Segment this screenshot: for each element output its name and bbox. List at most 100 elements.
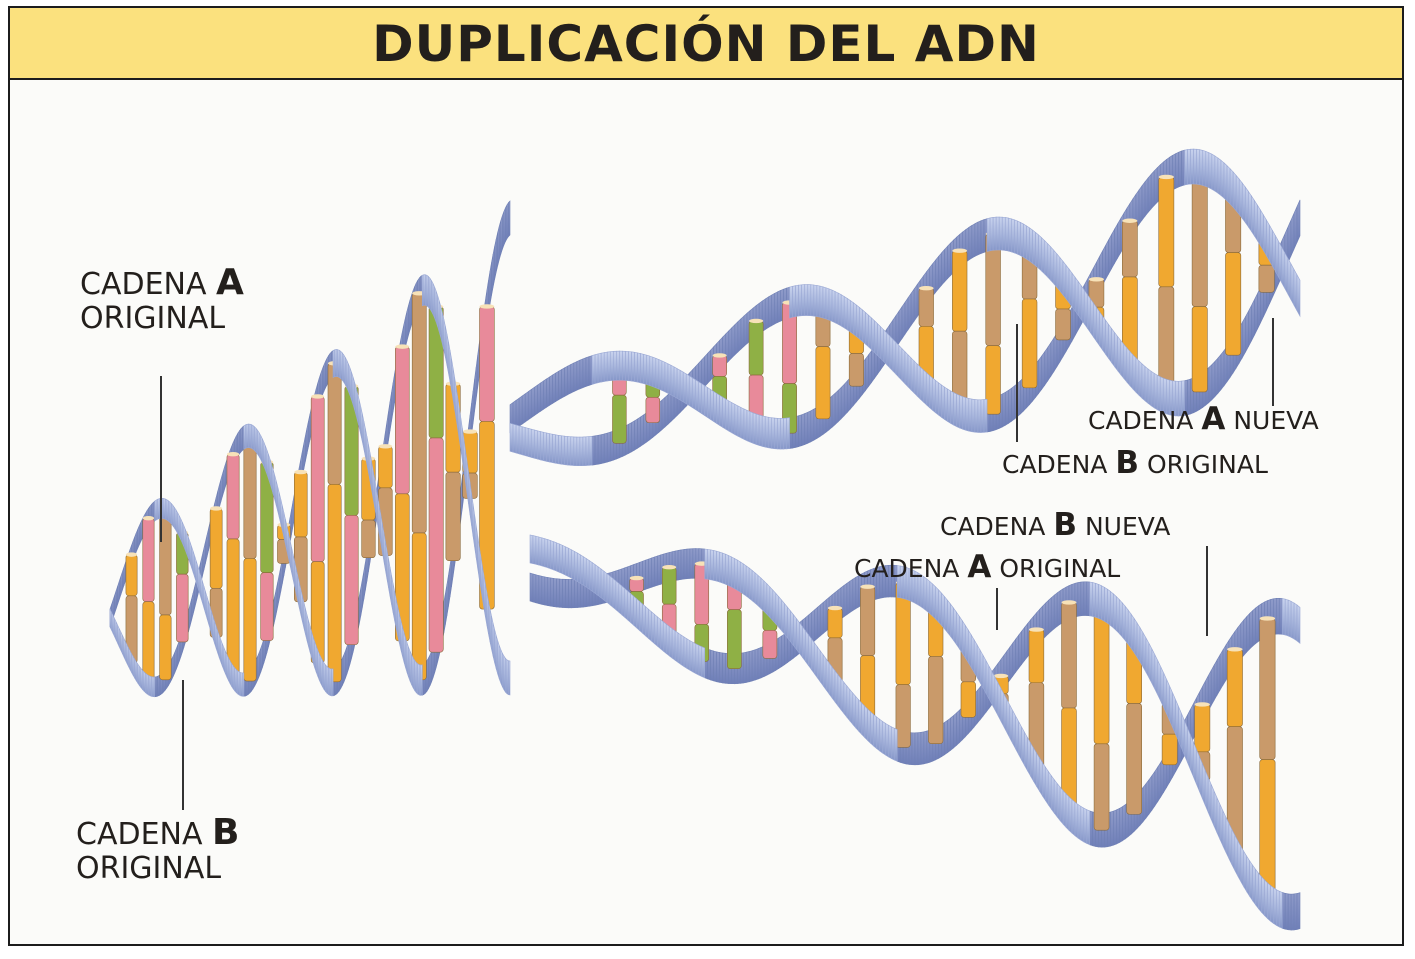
upper-daughter-helix-strand-a-segment (916, 363, 921, 400)
base-segment (1194, 704, 1211, 753)
lower-daughter-helix-strand-a-segment (1284, 892, 1289, 931)
upper-daughter-helix-strand-b-segment (840, 383, 845, 420)
upper-daughter-helix-strand-a-segment (1153, 167, 1158, 207)
lower-daughter-helix-strand-a-segment (1225, 817, 1230, 859)
upper-daughter-helix-strand-b-segment (688, 375, 693, 409)
upper-daughter-helix-strand-b-segment (1035, 231, 1039, 270)
lower-daughter-helix-strand-b-segment (665, 623, 670, 657)
lower-daughter-helix-strand-a-segment (1216, 797, 1221, 840)
lower-daughter-helix-strand-a-segment (923, 730, 928, 765)
upper-daughter-helix-strand-a-segment (801, 284, 806, 317)
upper-daughter-helix-strand-b-segment (767, 416, 772, 449)
lower-daughter-helix-strand-a-segment (704, 548, 708, 580)
base-segment (1093, 602, 1110, 745)
upper-daughter-helix-strand-b-segment (1108, 323, 1112, 364)
label-text: ORIGINAL (76, 851, 222, 886)
pointer-line (1206, 546, 1208, 636)
upper-daughter-helix-strand-a-segment (527, 427, 532, 458)
upper-daughter-helix-strand-b-segment (1008, 217, 1012, 253)
base-cap (1158, 174, 1174, 180)
upper-daughter-helix-strand-b-segment (977, 220, 982, 256)
upper-daughter-helix-strand-a-segment (1004, 389, 1009, 426)
upper-daughter-helix-strand-a-segment (777, 290, 781, 324)
lower-daughter-helix-strand-b-segment (1276, 597, 1280, 635)
lower-daughter-helix-strand-b-segment (956, 611, 960, 650)
upper-daughter-helix-strand-a-segment (853, 302, 857, 338)
upper-daughter-helix-strand-a-segment (561, 435, 565, 466)
base-segment (445, 471, 461, 561)
upper-daughter-helix-strand-b-segment (746, 409, 751, 443)
upper-daughter-helix-strand-a-segment (634, 418, 638, 451)
upper-daughter-helix-strand-b-segment (1056, 253, 1061, 292)
lower-daughter-helix-strand-b-segment (1249, 609, 1253, 650)
upper-daughter-helix-strand-b-segment (1096, 306, 1100, 347)
upper-daughter-helix-strand-b-segment (731, 402, 736, 436)
upper-daughter-helix-strand-a-segment (935, 379, 939, 416)
lower-daughter-helix-strand-a-segment (728, 554, 732, 588)
lower-daughter-helix-strand-a-segment (1009, 642, 1014, 682)
lower-daughter-helix-strand-b-segment (781, 633, 785, 668)
upper-daughter-helix-strand-a-segment (953, 392, 957, 428)
lower-daughter-helix-strand-a-segment (819, 649, 824, 687)
lower-daughter-helix-strand-b-segment (660, 618, 664, 652)
lower-daughter-helix-strand-a-segment (873, 713, 877, 750)
upper-daughter-helix-strand-a-segment (530, 428, 535, 459)
upper-daughter-helix-strand-a-segment (552, 433, 556, 464)
lower-daughter-helix-strand-b-segment (692, 641, 697, 675)
lower-daughter-helix-strand-b-segment (713, 650, 717, 683)
lower-daughter-helix-strand-a-segment (737, 559, 741, 593)
lower-daughter-helix-strand-b-segment (559, 543, 563, 575)
lower-daughter-helix-strand-a-segment (766, 583, 771, 619)
upper-daughter-helix-strand-a-segment (1296, 273, 1301, 318)
base-cap (1194, 702, 1210, 707)
upper-daughter-helix-strand-a-segment (661, 396, 666, 431)
lower-daughter-helix-strand-a-segment (1228, 823, 1233, 865)
upper-daughter-helix-strand-b-segment (1050, 246, 1055, 285)
base-cap (662, 565, 677, 570)
upper-daughter-helix-strand-a-segment (1141, 180, 1146, 222)
base-segment (645, 396, 661, 423)
lower-daughter-helix-strand-b-segment (642, 603, 646, 637)
upper-daughter-helix-strand-a-segment (938, 382, 942, 418)
lower-daughter-helix-strand-a-segment (1175, 699, 1179, 742)
upper-daughter-helix-strand-a-segment (1008, 387, 1012, 425)
lower-daughter-helix-strand-b-segment (695, 643, 700, 676)
lower-daughter-helix-strand-a-segment (1045, 599, 1049, 638)
upper-daughter-helix-strand-b-segment (1014, 219, 1018, 255)
upper-daughter-helix-strand-b-segment (1083, 289, 1088, 330)
lower-daughter-helix-strand-b-segment (1012, 710, 1016, 750)
upper-daughter-helix-strand-b-segment (658, 359, 663, 391)
base-segment (1122, 220, 1138, 278)
upper-daughter-helix-strand-a-segment (740, 315, 745, 350)
lower-daughter-helix-strand-a-segment (1273, 887, 1277, 926)
upper-daughter-helix-strand-b-segment (527, 388, 532, 421)
upper-daughter-helix-strand-a-segment (1251, 194, 1255, 237)
lower-daughter-helix-strand-a-segment (763, 580, 768, 616)
upper-daughter-helix-strand-b-segment (764, 416, 769, 449)
base-segment (1055, 308, 1071, 341)
upper-daughter-helix-strand-b-segment (810, 408, 815, 443)
upper-daughter-helix-strand-b-segment (1147, 368, 1152, 407)
base-segment (960, 681, 976, 718)
lower-daughter-helix-strand-a-segment (778, 595, 783, 632)
lower-daughter-helix-strand-a-segment (879, 718, 883, 754)
upper-daughter-helix-strand-a-segment (509, 422, 514, 453)
label-text: NUEVA (1084, 512, 1171, 541)
lower-daughter-helix-strand-a-segment (834, 669, 839, 707)
lower-daughter-helix-strand-b-segment (1110, 810, 1114, 847)
upper-daughter-helix-strand-a-segment (573, 436, 578, 466)
lower-daughter-helix-strand-b-segment (609, 575, 614, 608)
base-cap (1029, 627, 1044, 632)
lower-daughter-helix-strand-b-segment (674, 630, 679, 664)
lower-daughter-helix-strand-b-segment (1015, 715, 1019, 755)
lower-daughter-helix-strand-a-segment (686, 548, 691, 580)
upper-daughter-helix-strand-a-segment (576, 436, 581, 467)
base-segment (860, 586, 876, 656)
base-segment (612, 394, 627, 444)
front-ribbons (109, 148, 1301, 929)
upper-daughter-helix-strand-b-segment (1068, 268, 1073, 308)
lower-daughter-helix-strand-b-segment (1080, 805, 1085, 843)
lower-daughter-helix-strand-a-segment (867, 708, 871, 744)
upper-daughter-helix-strand-a-segment (518, 425, 523, 456)
lower-daughter-helix-strand-b-segment (1213, 658, 1218, 702)
